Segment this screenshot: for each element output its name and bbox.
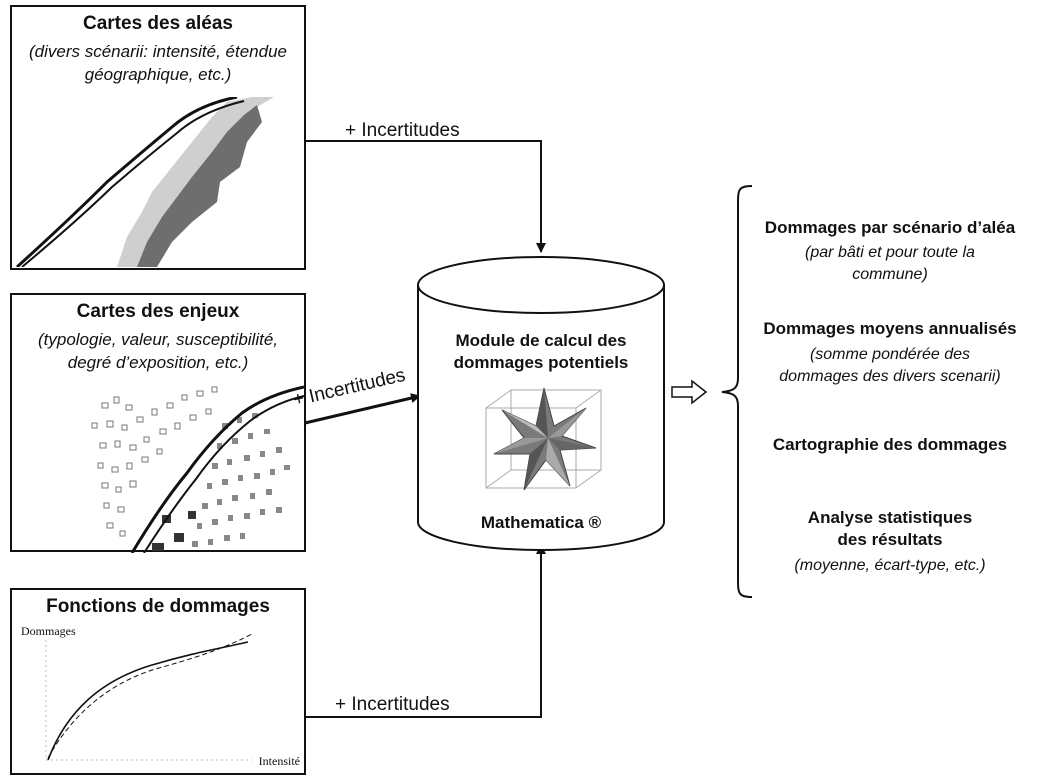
- damage-functions-x-axis-label: Intensité: [258, 754, 300, 768]
- uncertainties-label-top: + Incertitudes: [345, 120, 460, 141]
- assets-map-subtitle: (typologie, valeur, susceptibilité, degr…: [37, 330, 279, 372]
- assets-map-box: Cartes des enjeux (typologie, valeur, su…: [10, 293, 306, 553]
- hazard-map-box: Cartes des aléas (divers scénarii: inten…: [10, 5, 306, 270]
- arrow-middle: [304, 393, 421, 425]
- damage-functions-title: Fonctions de dommages: [46, 596, 270, 617]
- mathematica-logo-icon: [485, 387, 602, 491]
- damage-functions-plot: [45, 633, 253, 761]
- output-annualized-damage-title: Dommages moyens annualisés: [763, 319, 1017, 338]
- output-statistical-analysis-subtitle: (moyenne, écart-type, etc.): [794, 557, 986, 574]
- arrow-bottom: [305, 544, 546, 718]
- assets-map-image: [91, 385, 304, 553]
- hazard-map-subtitle: (divers scénarii: intensité, étendue géo…: [29, 42, 287, 84]
- output-damage-per-scenario-subtitle: (par bâti et pour toute la commune): [805, 244, 975, 283]
- damage-functions-y-axis-label: Dommages: [21, 624, 76, 638]
- output-damage-mapping-title: Cartographie des dommages: [772, 435, 1008, 454]
- arrow-top: [305, 140, 546, 253]
- hazard-map-title: Cartes des aléas: [83, 13, 233, 34]
- assets-map-title: Cartes des enjeux: [76, 301, 240, 322]
- damage-functions-box: Fonctions de dommages Dommages Intensité: [10, 588, 306, 775]
- output-brace: [721, 185, 753, 598]
- module-title: Module de calcul des dommages potentiels: [453, 331, 629, 372]
- hazard-map-image: [15, 97, 274, 267]
- mathematica-label: Mathematica ®: [480, 513, 602, 532]
- uncertainties-label-bottom: + Incertitudes: [335, 694, 450, 715]
- output-arrow: [671, 379, 708, 405]
- output-annualized-damage-subtitle: (somme pondérée des dommages des divers …: [779, 346, 1001, 385]
- output-statistical-analysis-title: Analyse statistiques des résultats: [807, 508, 973, 549]
- output-damage-per-scenario-title: Dommages par scénario d’aléa: [764, 218, 1016, 237]
